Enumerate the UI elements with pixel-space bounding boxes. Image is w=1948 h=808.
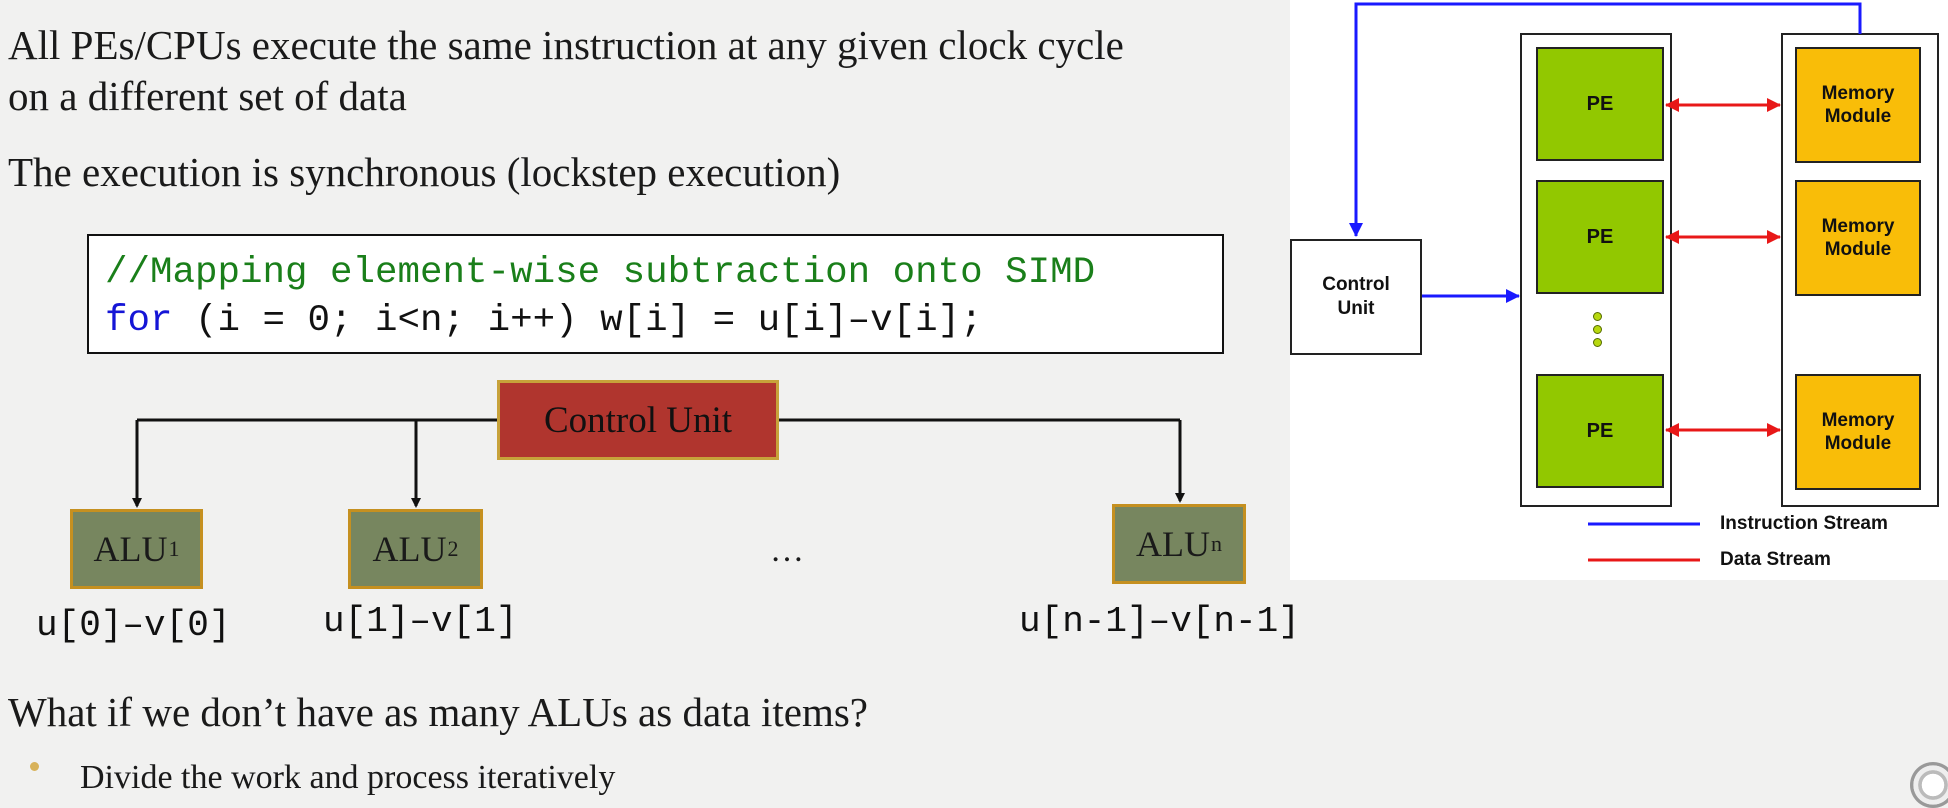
code-keyword: for <box>105 300 173 342</box>
code-rest: (i = 0; i<n; i++) w[i] = u[i]–v[i]; <box>172 300 983 342</box>
code-statement: for (i = 0; i<n; i++) w[i] = u[i]–v[i]; <box>105 300 983 342</box>
instruction-stream-feedback <box>1349 2 1862 237</box>
alu-n-label: ALU <box>1136 524 1210 564</box>
alu-1-subscript: 1 <box>168 536 180 561</box>
pe-3: PE <box>1536 374 1664 488</box>
legend-instruction-label: Instruction Stream <box>1720 513 1888 534</box>
alu-n-subscript: n <box>1211 531 1222 556</box>
pe-2: PE <box>1536 180 1664 294</box>
pe-ellipsis-dot <box>1593 312 1602 321</box>
operation-2: u[1]–v[1] <box>323 601 518 642</box>
legend-data-label: Data Stream <box>1720 549 1831 570</box>
question: What if we don’t have as many ALUs as da… <box>8 689 868 735</box>
alu-2-label: ALU <box>372 529 447 569</box>
architecture-lines <box>1349 2 1939 562</box>
pe-1: PE <box>1536 47 1664 161</box>
pe-ellipsis-dot <box>1593 338 1602 347</box>
bullet-item: Divide the work and process iteratively <box>80 759 616 796</box>
navigation-icon[interactable] <box>1910 762 1948 808</box>
alu-1-label: ALU <box>93 529 168 569</box>
alu-2-subscript: 2 <box>447 536 459 561</box>
lockstep-statement: The execution is synchronous (lockstep e… <box>8 149 841 195</box>
ellipsis: … <box>770 532 807 569</box>
bullet-dot <box>30 762 39 771</box>
pe-ellipsis-dot <box>1593 325 1602 334</box>
operation-n: u[n-1]–v[n-1] <box>1019 601 1300 642</box>
pe-array-frame <box>1520 33 1672 507</box>
control-unit-box: Control Unit <box>497 380 779 460</box>
code-snippet: //Mapping element-wise subtraction onto … <box>87 234 1224 354</box>
intro-line-2: on a different set of data <box>8 73 407 119</box>
intro-line-1: All PEs/CPUs execute the same instructio… <box>8 22 1124 68</box>
operation-1: u[0]–v[0] <box>36 605 231 646</box>
code-comment: //Mapping element-wise subtraction onto … <box>105 252 1096 294</box>
